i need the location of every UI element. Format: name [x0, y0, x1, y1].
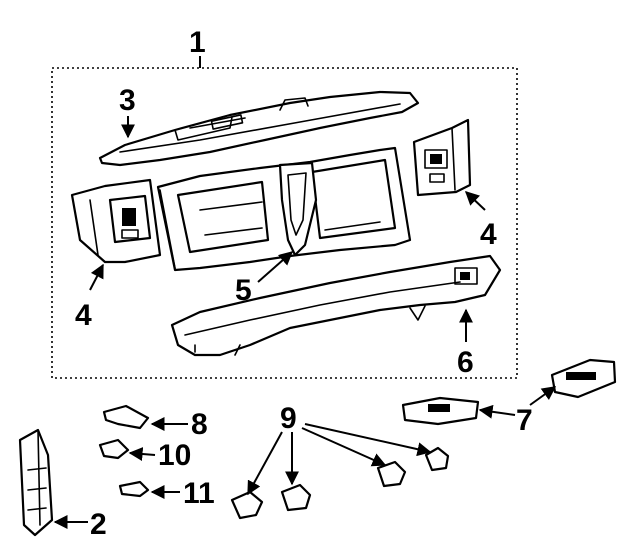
- callout-10: 10: [158, 439, 191, 472]
- part-8-clip: [102, 404, 150, 430]
- part-3-upper-tie-bar: [98, 90, 420, 167]
- assembly-frame: [51, 56, 518, 379]
- callout-3: 3: [119, 84, 136, 117]
- part-6-lower-tie-bar: [170, 254, 502, 357]
- part-11-clip: [118, 480, 150, 498]
- callout-1: 1: [189, 26, 206, 59]
- callout-9: 9: [280, 402, 297, 435]
- part-9-pads: [230, 446, 450, 520]
- callout-7: 7: [516, 404, 533, 437]
- part-7-brackets: [401, 358, 617, 426]
- callout-2: 2: [90, 508, 107, 541]
- callout-8: 8: [191, 408, 208, 441]
- callout-5: 5: [235, 274, 252, 307]
- callout-6: 6: [457, 346, 474, 379]
- leader-lines: [53, 116, 557, 529]
- part-10-clip: [98, 438, 130, 460]
- part-4-left-bracket: [70, 178, 162, 264]
- callout-labels: 1 2 3 4 4 5 6 7 8 9 10 11: [75, 26, 533, 541]
- part-4-right-bracket: [412, 118, 472, 197]
- callout-4-right: 4: [480, 218, 497, 251]
- part-5-radiator-support: [156, 146, 412, 272]
- part-2-side-panel: [18, 428, 54, 537]
- callout-4-left: 4: [75, 299, 92, 332]
- callout-11: 11: [183, 477, 215, 510]
